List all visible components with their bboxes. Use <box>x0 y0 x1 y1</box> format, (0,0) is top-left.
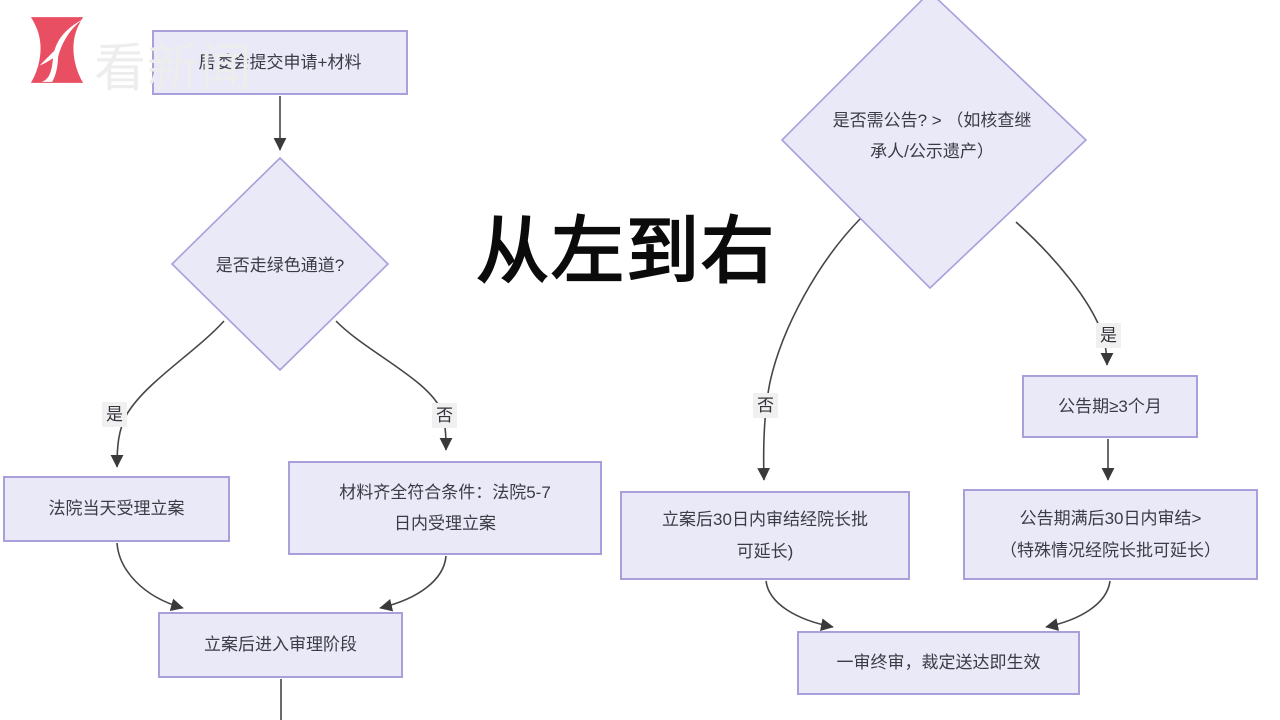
node-announce-period: 公告期≥3个月 <box>1022 375 1198 438</box>
connector-decision1-no <box>335 320 453 451</box>
node-court-sameday: 法院当天受理立案 <box>3 476 230 542</box>
decision-announcement-line2: 承人/公示遗产） <box>870 142 994 162</box>
connector-decision2-yes <box>1015 221 1114 366</box>
connector-materials-to-merge <box>379 555 447 612</box>
node-materials: 材料齐全符合条件：法院5-7 日内受理立案 <box>288 461 602 555</box>
connector-decision2-no <box>757 218 861 481</box>
node-start: 居委会提交申请+材料 <box>152 30 408 95</box>
node-announce-period-label: 公告期≥3个月 <box>1058 396 1162 416</box>
node-final-ruling: 一审终审，裁定送达即生效 <box>797 631 1080 695</box>
node-filing-stage: 立案后进入审理阶段 <box>158 612 403 678</box>
node-start-label: 居委会提交申请+材料 <box>198 52 362 72</box>
node-announce-end-line2: （特殊情况经院长批可延长） <box>1000 540 1221 560</box>
decision-announcement-shape <box>780 0 1088 290</box>
edge-label-yes-left: 是 <box>102 402 127 427</box>
node-materials-line2: 日内受理立案 <box>394 514 496 533</box>
overlay-title: 从左到右 <box>476 211 776 292</box>
connector-sameday-to-merge <box>116 542 184 611</box>
node-announce-end-line1: 公告期满后30日内审结> <box>1019 509 1202 529</box>
node-final-ruling-label: 一审终审，裁定送达即生效 <box>836 653 1041 673</box>
decision-announcement-line1: 是否需公告? > （如核查继 <box>832 111 1032 130</box>
decision-announcement-label: 是否需公告? > （如核查继 承人/公示遗产） <box>812 105 1052 168</box>
connector-30days-to-final <box>765 580 834 631</box>
edge-label-no-right: 否 <box>753 393 778 418</box>
decision-green-channel-label: 是否走绿色通道? <box>215 256 345 275</box>
node-30days-result: 立案后30日内审结经院长批 可延长) <box>620 491 910 580</box>
node-materials-line1: 材料齐全符合条件：法院5-7 <box>339 482 551 502</box>
watermark-text: 看新闻 <box>94 40 254 98</box>
connector-announce-end-to-final <box>1045 580 1111 631</box>
edge-label-no-left: 否 <box>432 403 457 428</box>
node-announce-end-result: 公告期满后30日内审结> （特殊情况经院长批可延长） <box>963 489 1258 580</box>
connector-decision1-yes <box>110 320 225 468</box>
node-court-sameday-label: 法院当天受理立案 <box>48 499 185 519</box>
node-filing-stage-label: 立案后进入审理阶段 <box>204 635 357 655</box>
edge-label-yes-right: 是 <box>1096 323 1121 348</box>
decision-green-channel-shape <box>170 156 390 372</box>
node-30days-line1: 立案后30日内审结经院长批 <box>662 510 868 530</box>
node-30days-line2: 可延长) <box>736 541 794 561</box>
kankan-news-logo-icon <box>30 17 84 83</box>
